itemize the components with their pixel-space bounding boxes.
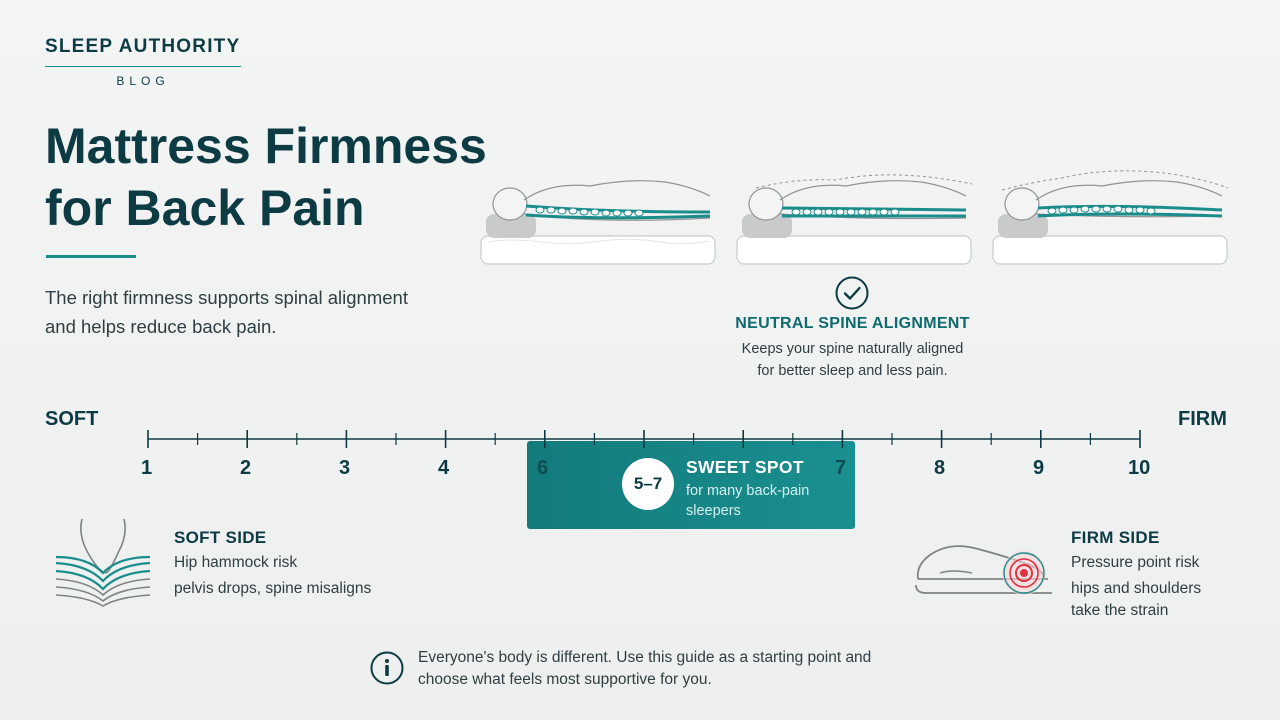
neutral-spine-description: Keeps your spine naturally aligned for b…: [700, 338, 1005, 382]
sweet-spot-title: SWEET SPOT: [686, 457, 804, 477]
scale-number-8: 8: [934, 457, 946, 479]
neutral-desc-line-1: Keeps your spine naturally aligned: [741, 341, 964, 357]
soft-side-line-2: pelvis drops, spine misaligns: [174, 580, 372, 597]
firm-sleeper-illustration: [992, 170, 1229, 265]
page-subtitle: The right firmness supports spinal align…: [45, 287, 408, 337]
brand-sub: BLOG: [116, 74, 170, 88]
sweet-spot-description: for many back-pain sleepers: [686, 483, 810, 519]
firmness-scale: [147, 430, 1141, 448]
firm-side-line-1: Pressure point risk: [1071, 554, 1200, 571]
check-circle-icon: [835, 276, 869, 310]
firm-side-line-2: hips and shoulders: [1071, 580, 1202, 597]
soft-sleeper-illustration: [480, 180, 716, 265]
sweet-spot-badge: 5–7: [622, 458, 674, 510]
page-title: Mattress Firmness for Back Pain: [45, 115, 545, 239]
scale-number-6: 6: [537, 457, 549, 479]
brand-divider: [45, 66, 241, 67]
page-title-line-1: Mattress Firmness: [45, 118, 487, 174]
scale-number-9: 9: [1033, 457, 1045, 479]
scale-soft-label: SOFT: [45, 408, 99, 430]
title-underline: [46, 255, 136, 258]
neutral-spine-title: NEUTRAL SPINE ALIGNMENT: [735, 315, 970, 332]
neutral-sleeper-illustration: [736, 174, 973, 265]
scale-number-4: 4: [438, 457, 450, 479]
firm-side-title: FIRM SIDE: [1071, 528, 1160, 547]
disclaimer-note: Everyone's body is different. Use this g…: [418, 649, 872, 688]
hip-hammock-icon: [55, 518, 151, 607]
pressure-point-icon: [915, 545, 1052, 595]
info-icon: [370, 651, 404, 685]
page-title-line-2: for Back Pain: [45, 180, 365, 236]
sweet-spot-box: [527, 441, 855, 529]
scale-number-2: 2: [240, 457, 252, 479]
scale-number-10: 10: [1128, 457, 1151, 479]
neutral-desc-line-2: for better sleep and less pain.: [757, 363, 948, 379]
scale-number-1: 1: [141, 457, 153, 479]
scale-number-7: 7: [835, 457, 847, 479]
soft-side-title: SOFT SIDE: [174, 528, 267, 547]
brand-logo[interactable]: SLEEP AUTHORITY BLOG: [45, 36, 241, 88]
scale-number-3: 3: [339, 457, 351, 479]
soft-side-line-1: Hip hammock risk: [174, 554, 298, 571]
firm-side-line-3: take the strain: [1071, 602, 1169, 619]
brand-name: SLEEP AUTHORITY: [45, 36, 241, 57]
scale-firm-label: FIRM: [1178, 408, 1227, 430]
